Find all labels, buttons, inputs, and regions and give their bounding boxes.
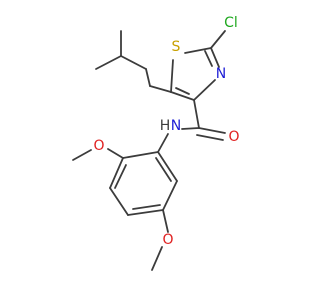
bond <box>149 85 172 93</box>
molecule-canvas: S Cl N O N H O O <box>72 15 240 271</box>
bond <box>120 55 147 70</box>
bond <box>109 157 124 189</box>
amide-oxygen-atom-label: O <box>228 129 239 145</box>
ortho-methoxy-oxygen-atom-label: O <box>93 138 104 154</box>
bond <box>145 68 151 87</box>
bond <box>204 50 213 67</box>
bond <box>184 47 212 54</box>
bond <box>109 187 129 216</box>
sulfur-atom-label: S <box>172 39 181 55</box>
bond <box>193 99 200 129</box>
bond <box>107 148 124 159</box>
bond <box>151 246 163 271</box>
bond <box>181 127 200 130</box>
bond <box>198 127 226 134</box>
amide-hydrogen-atom-label: H <box>160 118 171 134</box>
bond <box>122 151 159 159</box>
amide-nitrogen-atom-label: N <box>171 118 181 134</box>
ring-nitrogen-atom-label: N <box>216 66 226 82</box>
bond <box>170 91 195 101</box>
bond <box>162 209 169 233</box>
bond <box>175 87 190 95</box>
bond <box>155 157 172 182</box>
bond <box>162 180 178 211</box>
bond <box>157 151 178 182</box>
para-methoxy-oxygen-atom-label: O <box>162 232 173 248</box>
bond <box>114 164 127 189</box>
bond <box>196 134 224 141</box>
chemical-structure-drawing: S Cl N O N H O O <box>72 15 240 271</box>
bond <box>127 209 164 216</box>
bond <box>95 55 122 70</box>
bond <box>210 30 226 49</box>
bond <box>210 47 220 68</box>
bond <box>170 59 174 93</box>
bond <box>132 204 161 210</box>
bond <box>157 133 169 153</box>
bond <box>72 149 92 161</box>
chlorine-atom-label: Cl <box>224 15 238 31</box>
bond <box>193 79 216 101</box>
